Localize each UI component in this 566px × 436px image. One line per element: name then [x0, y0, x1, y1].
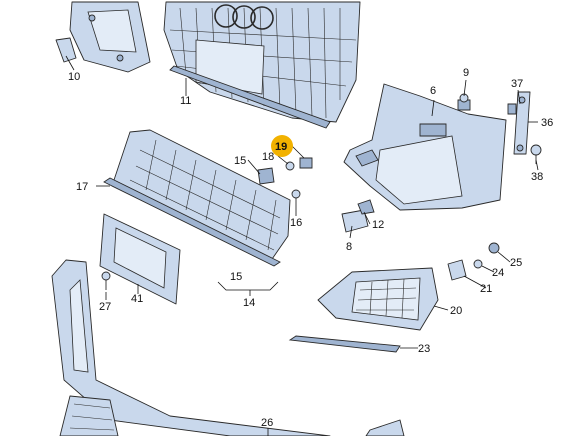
- clip-part-15: [257, 167, 275, 185]
- leader-lines: [65, 55, 539, 436]
- bolt-part-38: [530, 144, 542, 164]
- screw-part-27: [101, 271, 111, 290]
- bracket-part-21: [447, 259, 467, 281]
- clip-part-9: [457, 93, 471, 111]
- label-10: 10: [68, 71, 80, 83]
- label-14: 14: [243, 297, 255, 309]
- label-11: 11: [180, 95, 191, 107]
- label-8: 8: [346, 241, 352, 253]
- lower-trim-strip-part: [288, 335, 401, 353]
- label-26: 26: [261, 417, 273, 429]
- label-36: 36: [541, 117, 553, 129]
- highlight-callout: [271, 135, 293, 157]
- label-27: 27: [99, 301, 111, 313]
- bolt-part-37: [507, 103, 517, 115]
- bumper-lip-part: [51, 259, 405, 436]
- bracket-frame-part: [55, 1, 151, 73]
- label-12: 12: [372, 219, 384, 231]
- lower-mesh-grille-part: [111, 129, 291, 263]
- spring-nut-part-19: [299, 157, 313, 169]
- washer-part-24: [473, 259, 483, 269]
- label-20: 20: [450, 305, 462, 317]
- label-23: 23: [418, 343, 430, 355]
- nut-part-25: [488, 242, 500, 254]
- bumper-side-section-part: [343, 83, 507, 211]
- label-15-top: 15: [234, 155, 246, 167]
- label-6: 6: [430, 85, 436, 97]
- label-18: 18: [262, 151, 274, 163]
- label-38: 38: [531, 171, 543, 183]
- label-15-bottom: 15: [230, 271, 242, 283]
- fog-light-grille-part: [317, 267, 439, 331]
- upper-grille-part: [163, 1, 361, 123]
- part-labels: 10 11 6 9 37 36 38 15 18 19 16 17 8 12 1…: [68, 67, 553, 429]
- license-plate-bracket-part: [99, 213, 181, 305]
- label-25: 25: [510, 257, 522, 269]
- label-9: 9: [463, 67, 469, 79]
- screw-part-16: [291, 189, 301, 208]
- tow-cap-part: [341, 209, 369, 233]
- grille-strip-part: [103, 177, 281, 267]
- label-24: 24: [492, 267, 504, 279]
- label-37: 37: [511, 78, 523, 90]
- label-41: 41: [131, 293, 143, 305]
- label-21: 21: [480, 283, 492, 295]
- cap-bracket-part: [357, 199, 375, 215]
- label-19: 19: [275, 141, 287, 153]
- side-bracket-part: [513, 91, 531, 155]
- label-16: 16: [290, 217, 302, 229]
- label-17: 17: [76, 181, 88, 193]
- trim-strip-part: [169, 65, 331, 129]
